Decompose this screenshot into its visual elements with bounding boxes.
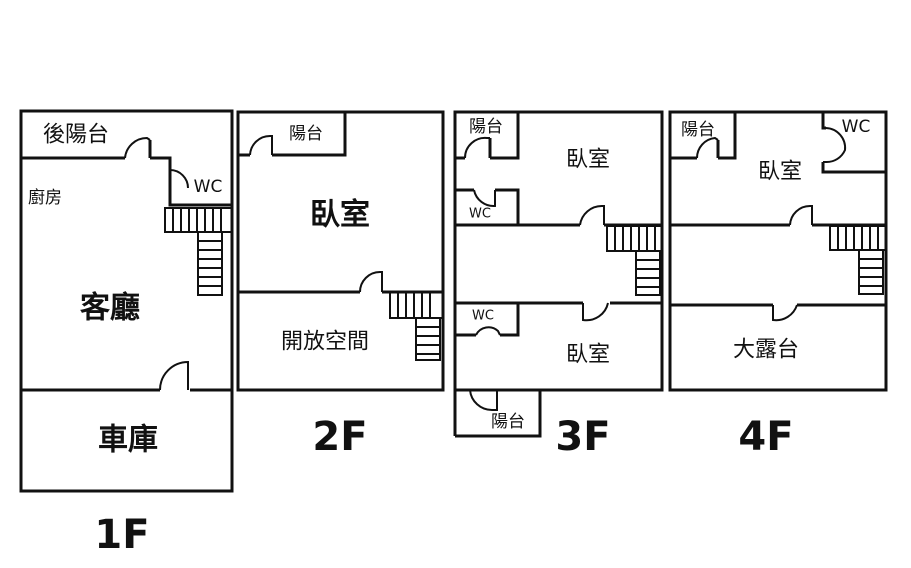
room-balcony-top: 陽台: [469, 117, 503, 137]
room-bedroom-bottom: 臥室: [566, 343, 610, 368]
floor-label-1f: 1F: [94, 512, 149, 558]
room-balcony-bottom: 陽台: [491, 412, 525, 432]
floor-label-3f: 3F: [555, 414, 610, 460]
room-terrace: 大露台: [733, 338, 799, 363]
room-balcony: 陽台: [289, 124, 323, 144]
floor-4f-plan: 陽台 WC 臥室 大露台 4F: [668, 110, 888, 460]
room-living: 客廳: [80, 291, 140, 326]
room-balcony: 陽台: [681, 120, 715, 140]
floor-label-4f: 4F: [738, 414, 793, 460]
stairs-icon: [164, 207, 233, 296]
room-bedroom: 臥室: [758, 160, 802, 185]
room-bedroom: 臥室: [310, 198, 370, 233]
room-wc: WC: [842, 117, 871, 137]
room-wc: WC: [194, 177, 223, 197]
floor-3f-plan: 陽台 臥室 WC WC 臥室 陽台 3F: [453, 110, 664, 460]
room-wc-bottom: WC: [472, 309, 494, 324]
room-open-space: 開放空間: [281, 330, 369, 355]
stairs-icon: [606, 225, 663, 296]
stairs-icon: [389, 291, 444, 361]
room-bedroom-top: 臥室: [566, 148, 610, 173]
floor-label-2f: 2F: [312, 414, 367, 460]
room-kitchen: 廚房: [28, 187, 62, 208]
room-wc-top: WC: [469, 207, 491, 222]
stairs-icon: [829, 225, 887, 295]
room-garage: 車庫: [98, 423, 158, 458]
room-back-balcony: 後陽台: [43, 123, 109, 148]
floor-1f-plan: 後陽台 廚房 WC 客廳 車庫 1F: [19, 109, 234, 558]
floor-2f-plan: 陽台 臥室 開放空間 2F: [236, 110, 445, 460]
